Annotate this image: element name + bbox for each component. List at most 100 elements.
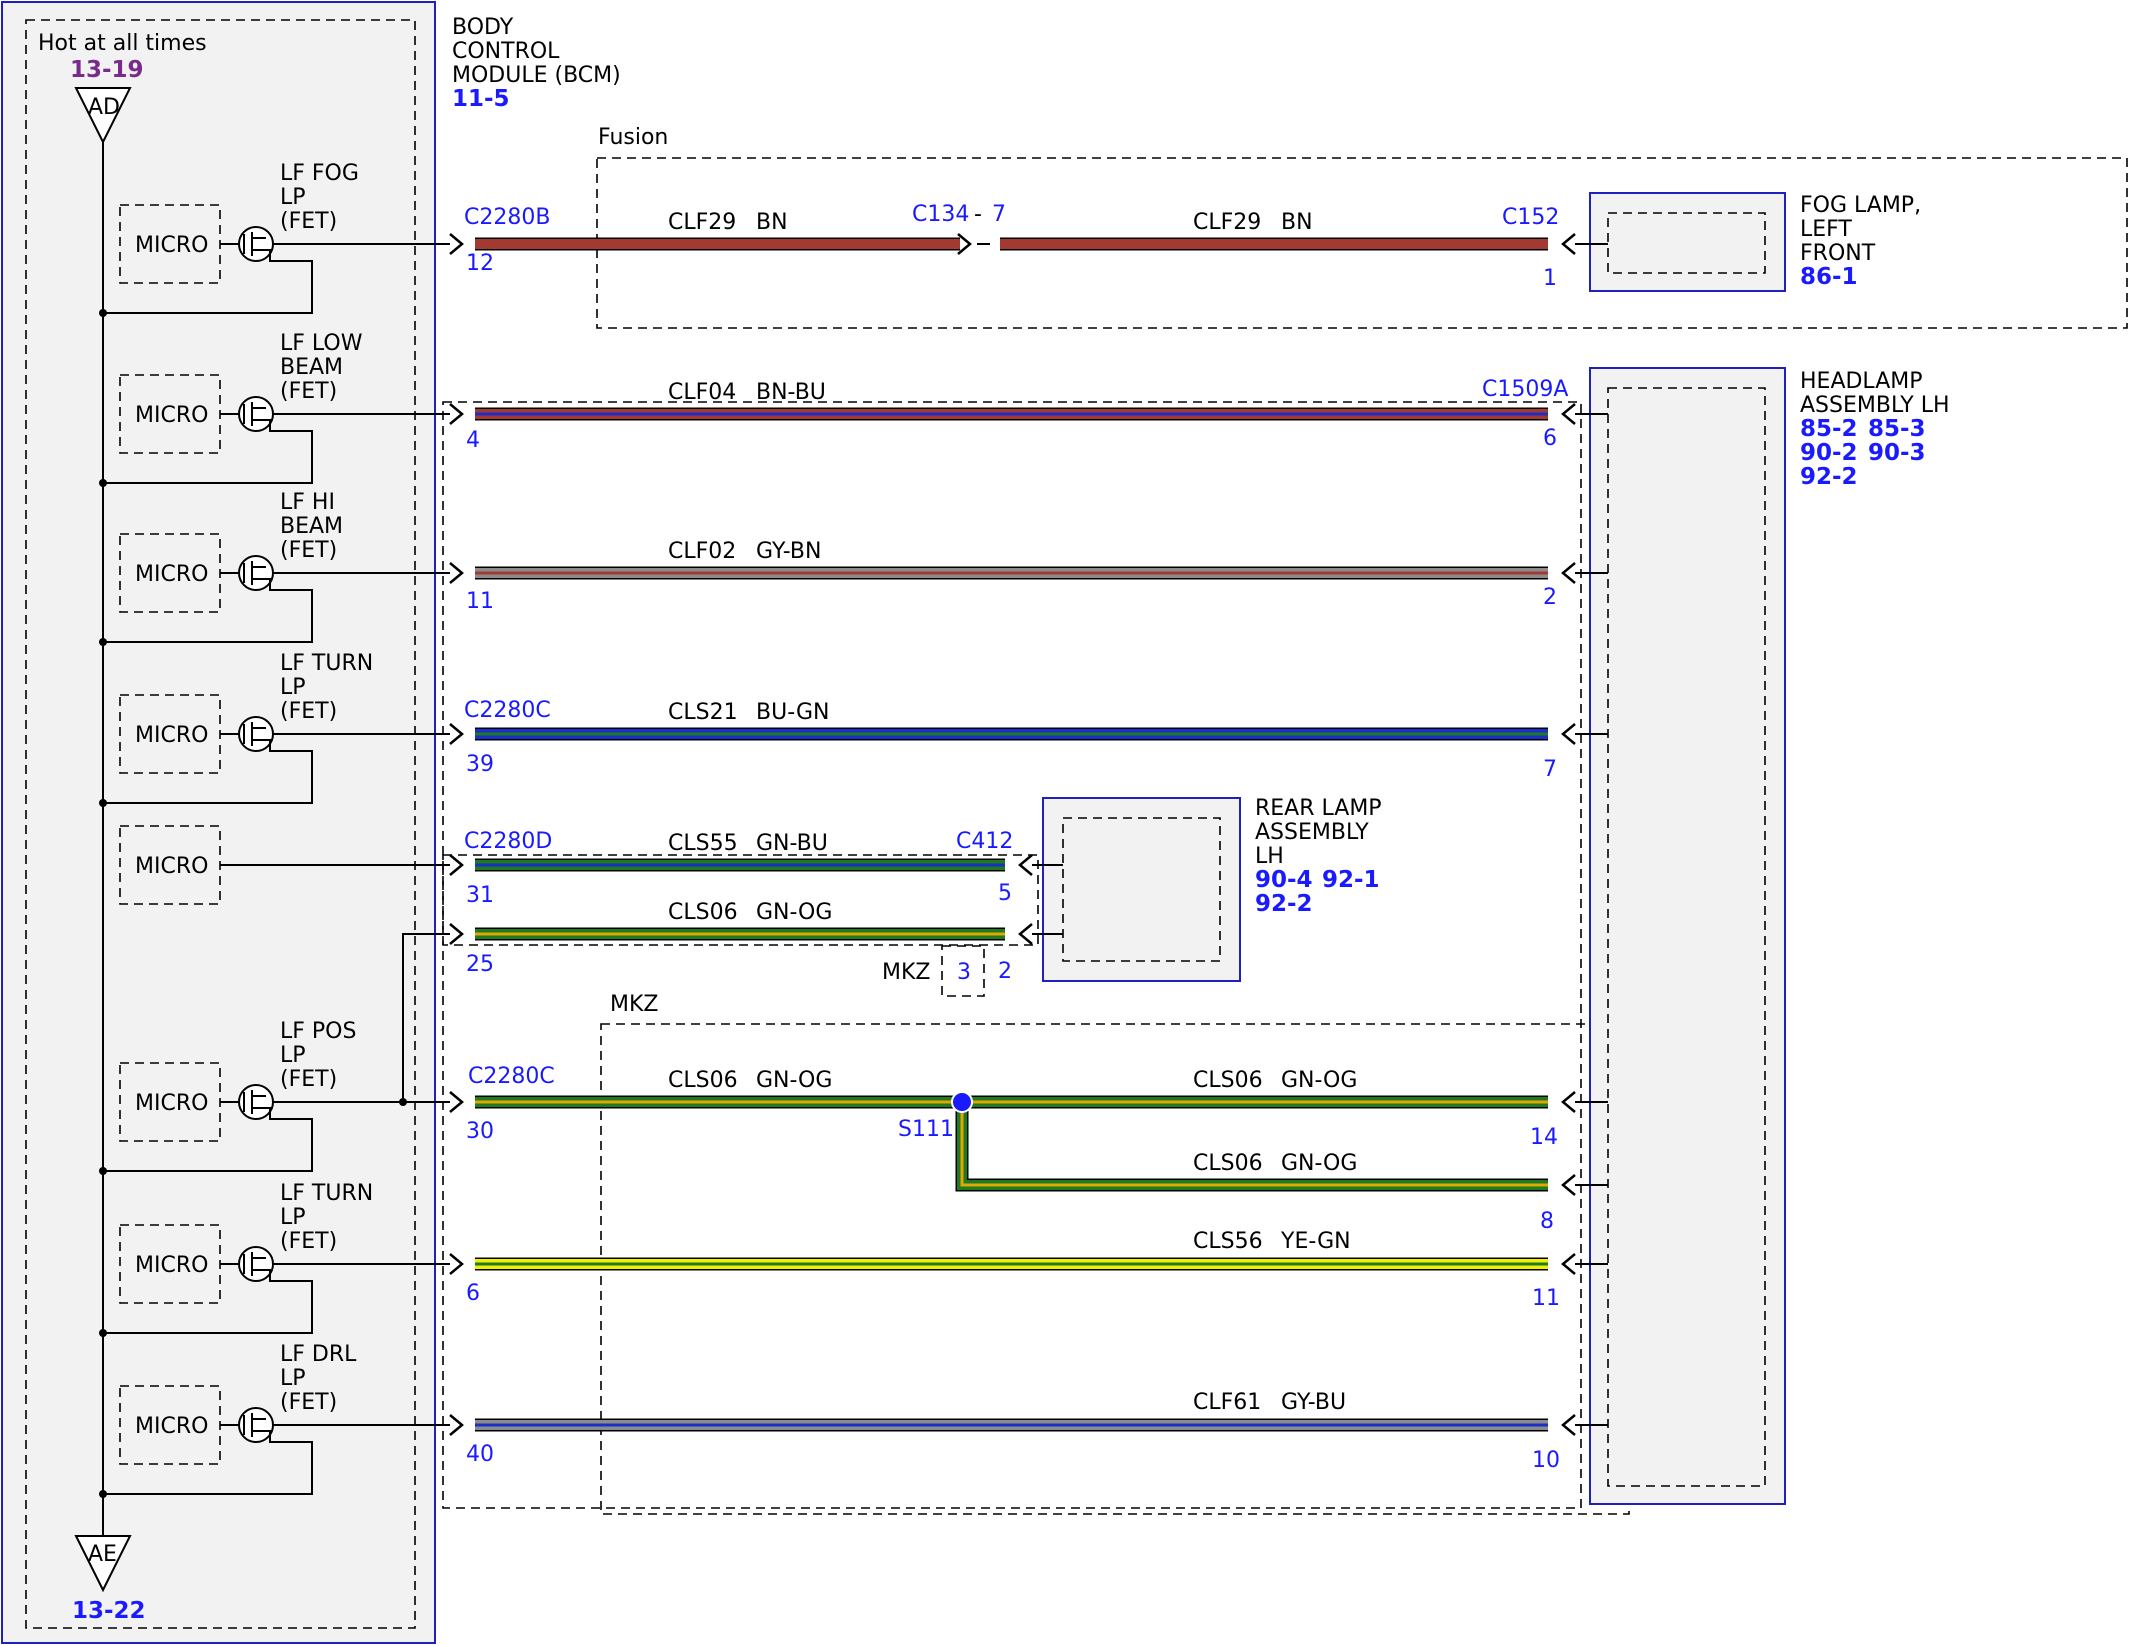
bus-junction (99, 479, 107, 487)
headlamp-ref-3[interactable]: 90-2 (1800, 440, 1858, 466)
splice-s111-dot[interactable] (951, 1091, 973, 1113)
fet-feed (103, 1430, 313, 1495)
rear-lamp-ref-1[interactable]: 90-4 (1255, 867, 1313, 893)
power-out-ref[interactable]: 13-22 (72, 1598, 146, 1624)
fet-feed (103, 739, 313, 804)
bus-junction (99, 1167, 107, 1175)
rear-lamp-ref-2[interactable]: 92-1 (1322, 867, 1380, 893)
rear-lamp-ref-3[interactable]: 92-2 (1255, 891, 1313, 917)
splice-s111-label[interactable]: S111 (898, 1117, 954, 1142)
connector-c1509a[interactable]: C1509A (1482, 377, 1568, 402)
mkz-pin-number[interactable]: 3 (957, 960, 971, 985)
pos-branch-line (402, 933, 450, 1102)
start-pin[interactable]: 25 (466, 952, 494, 977)
rear-lamp-inner (1062, 817, 1221, 962)
fet-feed (103, 1107, 313, 1172)
connector-arrow-start-3 (449, 723, 464, 745)
connector-arrow-start-1 (449, 403, 464, 425)
fog-lamp-ref-1[interactable]: 86-1 (1800, 264, 1858, 290)
fet-driver-label: LF FOG (280, 161, 359, 186)
end-pin[interactable]: 7 (1543, 757, 1557, 782)
rear-lamp-component[interactable] (1042, 797, 1241, 982)
power-in-tag: AD (88, 95, 120, 120)
headlamp-component[interactable] (1589, 367, 1786, 1505)
circuit-label-5: CLS06 GN-OG 25 2 (466, 900, 1012, 984)
start-pin[interactable]: 6 (466, 1281, 480, 1306)
fet-driver-label: (FET) (280, 1067, 337, 1092)
micro-direct-label: MICRO (135, 854, 208, 879)
circuit-color: GN-OG (756, 1068, 832, 1093)
start-pin[interactable]: 31 (466, 883, 494, 908)
connector-arrow-start-2 (449, 562, 464, 584)
end-pin[interactable]: 10 (1532, 1448, 1560, 1473)
headlamp-label-2: ASSEMBLY LH (1800, 393, 1950, 418)
end-pin[interactable]: 2 (998, 959, 1012, 984)
connector-c134[interactable]: C134 (912, 202, 969, 227)
fet-driver-label: BEAM (280, 355, 343, 380)
micro-label: MICRO (135, 723, 208, 748)
power-in-label: Hot at all times (38, 31, 207, 56)
circuit-color: GN-OG (756, 900, 832, 925)
connector-c134-pin[interactable]: 7 (992, 202, 1006, 227)
start-pin[interactable]: 4 (466, 428, 480, 453)
c412-harness-boundary (442, 854, 1039, 946)
circuit-id: CLS06 (668, 900, 738, 925)
fusion-variant-label: Fusion (598, 125, 668, 150)
mkz-pin-label: MKZ (882, 960, 930, 985)
fet-feed (103, 249, 313, 314)
end-pin[interactable]: 2 (1543, 585, 1557, 610)
fet-driver-label: (FET) (280, 1229, 337, 1254)
fog-lamp-label-2: LEFT (1800, 217, 1852, 242)
bus-junction (99, 1490, 107, 1498)
start-pin[interactable]: 39 (466, 752, 494, 777)
end-pin[interactable]: 14 (1530, 1125, 1558, 1150)
start-pin[interactable]: 11 (466, 589, 494, 614)
start-pin[interactable]: 12 (466, 251, 494, 276)
fet-feed (103, 578, 313, 643)
connector-arrow-end-1 (1561, 403, 1576, 425)
headlamp-ref-5[interactable]: 92-2 (1800, 464, 1858, 490)
circuit-id-right: CLS06 (1193, 1068, 1263, 1093)
fog-lamp-inner (1607, 212, 1766, 274)
start-pin[interactable]: 30 (466, 1119, 494, 1144)
headlamp-ref-1[interactable]: 85-2 (1800, 416, 1858, 442)
fet-driver-label: (FET) (280, 209, 337, 234)
end-pin[interactable]: 11 (1532, 1286, 1560, 1311)
micro-label: MICRO (135, 403, 208, 428)
start-pin[interactable]: 40 (466, 1442, 494, 1467)
bcm-ref[interactable]: 11-5 (452, 86, 510, 112)
end-pin[interactable]: 1 (1543, 266, 1557, 291)
fet-driver-label: (FET) (280, 699, 337, 724)
circuit-color: GY-BU (1281, 1390, 1346, 1415)
branch-pin[interactable]: 8 (1540, 1209, 1554, 1234)
micro-label: MICRO (135, 1414, 208, 1439)
circuit-id: CLS56 (1193, 1229, 1263, 1254)
connector-c2280d[interactable]: C2280D (464, 829, 552, 854)
connector-c2280c-top[interactable]: C2280C (464, 698, 551, 723)
micro-label: MICRO (135, 562, 208, 587)
wire-cls06-gn-og-branch-tracer (960, 1102, 1548, 1187)
end-pin[interactable]: 6 (1543, 426, 1557, 451)
connector-c2280b[interactable]: C2280B (464, 205, 550, 230)
headlamp-ref-2[interactable]: 85-3 (1868, 416, 1926, 442)
fog-lamp-component[interactable] (1589, 192, 1786, 292)
end-pin[interactable]: 5 (998, 881, 1012, 906)
power-in-ref[interactable]: 13-19 (70, 57, 144, 83)
micro-label: MICRO (135, 1091, 208, 1116)
headlamp-ref-4[interactable]: 90-3 (1868, 440, 1926, 466)
bcm-title: BODY CONTROL MODULE (BCM) (452, 15, 621, 88)
connector-c2280c-bottom[interactable]: C2280C (468, 1064, 555, 1089)
rear-lamp-label-1: REAR LAMP (1255, 796, 1382, 821)
connector-c152[interactable]: C152 (1502, 205, 1559, 230)
connector-c412[interactable]: C412 (956, 829, 1013, 854)
circuit-id: CLF02 (668, 539, 736, 564)
bcm-title-line-1: BODY (452, 15, 514, 40)
